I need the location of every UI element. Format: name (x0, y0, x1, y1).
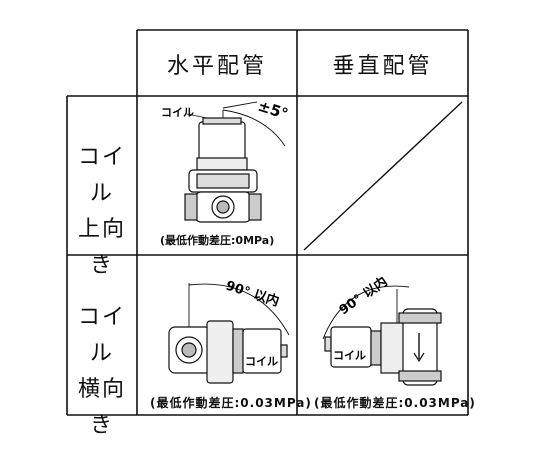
angle-label-up: ±5° (256, 97, 291, 124)
coil-label-side-h: コイル (245, 355, 278, 368)
row-label-coil-side-line2: 横向き (77, 377, 126, 438)
valve-coil-up-horizontal-diagram: コイル ±5° (161, 97, 291, 223)
row-label-coil-side: コイル 横向き (67, 300, 137, 444)
valve-coil-side-horizontal-diagram: コイル 90° 以内 (168, 278, 290, 384)
coil-label-up: コイル (161, 106, 194, 119)
row-label-coil-side-line1: コイル (77, 305, 126, 366)
not-applicable-diagonal (303, 101, 463, 251)
angle-label-side-h: 90° 以内 (224, 278, 281, 310)
caption-side-horizontal: (最低作動差圧:0.03MPa) (150, 396, 312, 410)
row-label-coil-up-line2: 上向き (77, 217, 126, 278)
coil-label-side-v: コイル (333, 349, 366, 362)
header-vertical-piping: 垂直配管 (332, 54, 433, 79)
angle-label-side-v: 90° 以内 (336, 274, 390, 319)
row-label-coil-up: コイル 上向き (67, 140, 137, 284)
caption-side-vertical: (最低作動差圧:0.03MPa) (314, 396, 476, 410)
row-label-coil-up-line1: コイル (77, 145, 126, 206)
header-horizontal-piping: 水平配管 (166, 54, 267, 79)
caption-up-horizontal: (最低作動差圧:0MPa) (160, 234, 275, 247)
valve-coil-side-vertical-diagram: コイル 90° 以内 (322, 274, 442, 386)
